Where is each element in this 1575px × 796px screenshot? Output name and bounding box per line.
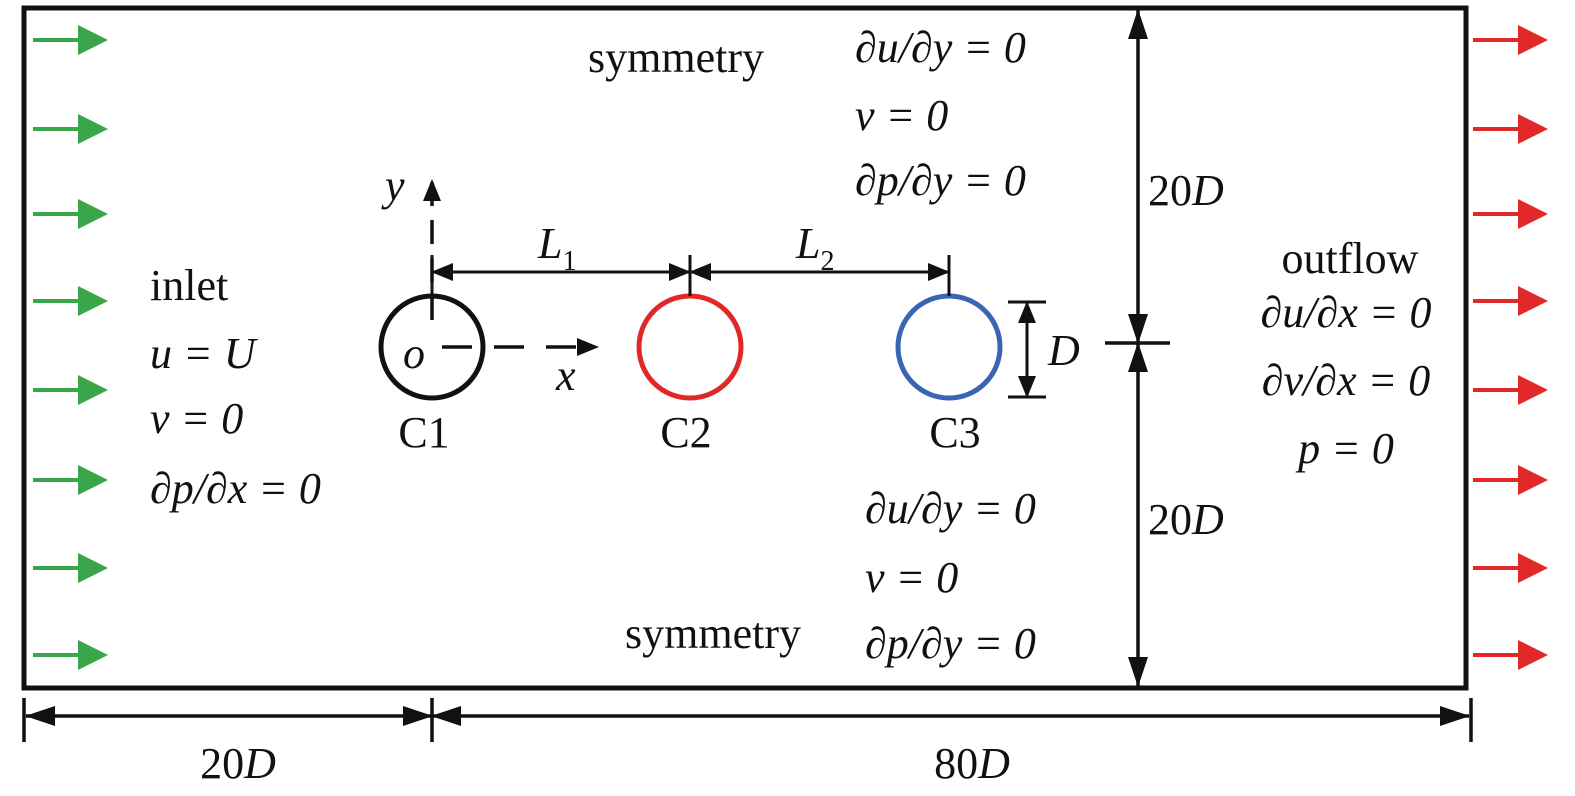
inlet-arrow <box>33 114 108 144</box>
outflow-eq-v: ∂v/∂x = 0 <box>1262 356 1430 405</box>
origin-label: o <box>403 329 425 378</box>
inlet-arrow <box>33 375 108 405</box>
cylinder-c3-label: C3 <box>929 408 980 457</box>
top-eq-v: v = 0 <box>855 91 948 140</box>
outflow-arrow <box>1473 465 1548 495</box>
inlet-arrow <box>33 465 108 495</box>
inlet-arrow <box>33 25 108 55</box>
outflow-arrow <box>1473 553 1548 583</box>
outflow-arrow <box>1473 199 1548 229</box>
domain-boundary <box>21 5 1469 691</box>
inlet-arrow <box>33 286 108 316</box>
cylinder-c2-label: C2 <box>660 408 711 457</box>
height-dimensions <box>1105 8 1170 687</box>
outflow-eq-u: ∂u/∂x = 0 <box>1261 288 1432 337</box>
cylinder-c3 <box>895 293 1003 401</box>
length-dimensions <box>22 698 1473 742</box>
l2-label: L2 <box>795 219 834 277</box>
bottom-eq-v: v = 0 <box>865 553 958 602</box>
top-eq-p: ∂p/∂y = 0 <box>855 156 1026 205</box>
outflow-arrow <box>1473 640 1548 670</box>
inlet-eq-p: ∂p/∂x = 0 <box>150 464 321 513</box>
outflow-arrow <box>1473 375 1548 405</box>
y-axis-label: y <box>381 161 405 210</box>
bottom-symmetry-title: symmetry <box>625 609 801 658</box>
bottom-height-label: 20D <box>1148 495 1224 544</box>
inlet-eq-u: u = U <box>150 329 259 378</box>
diameter-label: D <box>1047 326 1080 375</box>
inlet-arrows <box>33 25 108 670</box>
inlet-eq-v: v = 0 <box>150 394 243 443</box>
outflow-title: outflow <box>1282 234 1419 283</box>
outflow-arrow <box>1473 25 1548 55</box>
outflow-arrow <box>1473 114 1548 144</box>
top-height-label: 20D <box>1148 166 1224 215</box>
outflow-arrow <box>1473 286 1548 316</box>
cylinder-c1-label: C1 <box>398 408 449 457</box>
outflow-eq-p: p = 0 <box>1295 424 1394 473</box>
spacing-dimensions <box>430 255 951 296</box>
downstream-length-label: 80D <box>934 739 1010 788</box>
top-eq-u: ∂u/∂y = 0 <box>855 23 1026 72</box>
inlet-arrow <box>33 199 108 229</box>
inlet-arrow <box>33 553 108 583</box>
bottom-eq-p: ∂p/∂y = 0 <box>865 619 1036 668</box>
outflow-arrows <box>1473 25 1548 670</box>
cylinder-c2 <box>636 293 744 401</box>
inlet-arrow <box>33 640 108 670</box>
upstream-length-label: 20D <box>200 739 276 788</box>
inlet-title: inlet <box>150 261 228 310</box>
diameter-dimension <box>1008 300 1046 399</box>
x-axis-label: x <box>555 351 576 400</box>
bottom-eq-u: ∂u/∂y = 0 <box>865 484 1036 533</box>
l1-label: L1 <box>537 219 576 277</box>
top-symmetry-title: symmetry <box>588 33 764 82</box>
